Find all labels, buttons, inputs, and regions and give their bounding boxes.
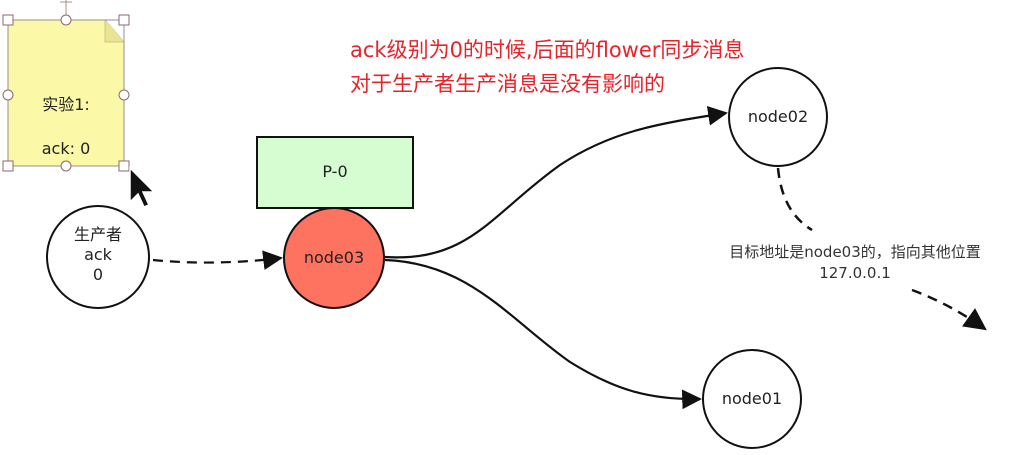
node03-label: node03 [303,248,365,267]
headline-line2: 对于生产者生产消息是没有影响的 [350,72,665,96]
partition-label: P-0 [322,162,348,181]
annotation-line1: 目标地址是node03的，指向其他位置 [729,243,981,261]
handle-left-center[interactable] [2,89,14,101]
note-line2: ack: 0 [41,139,91,158]
node01-label: node01 [721,389,783,408]
annotation-line2: 127.0.0.1 [819,264,891,282]
resize-handles[interactable] [2,14,130,172]
node02-label: node02 [747,107,809,126]
producer-label-line3: 0 [92,265,104,284]
mouse-cursor-icon [129,166,156,208]
node03-node[interactable] [283,207,385,309]
node02-dashed-arrow [776,167,813,232]
handle-bottom-left[interactable] [2,160,14,172]
producer-label-line2: ack [84,245,112,264]
redirect-dashed-arrow [911,288,987,331]
handle-top-center[interactable] [60,14,72,26]
node01-node[interactable] [702,349,802,449]
handle-bottom-right[interactable] [118,160,130,172]
headline-line1: ack级别为0的时候,后面的flower同步消息 [350,38,745,62]
note-text: 实验1: ack: 0 [10,72,122,182]
redirect-annotation: 目标地址是node03的，指向其他位置 127.0.0.1 [695,242,1012,284]
node03-to-node01-arrow [384,258,702,410]
handle-top-left[interactable] [2,14,14,26]
headline: ack级别为0的时候,后面的flower同步消息 对于生产者生产消息是没有影响的 [350,33,744,101]
node03-to-node02-arrow [384,105,728,259]
note-line1: 实验1: [42,95,90,114]
producer-label: 生产者 ack 0 [47,225,149,285]
node02-node[interactable] [728,67,828,167]
producer-label-line1: 生产者 [73,225,122,244]
handle-bottom-center[interactable] [60,160,72,172]
handle-right-center[interactable] [118,89,130,101]
producer-to-node03-arrow [152,250,283,270]
producer-node[interactable] [46,205,150,309]
handle-top-right[interactable] [118,14,130,26]
partition-box[interactable] [256,136,414,209]
